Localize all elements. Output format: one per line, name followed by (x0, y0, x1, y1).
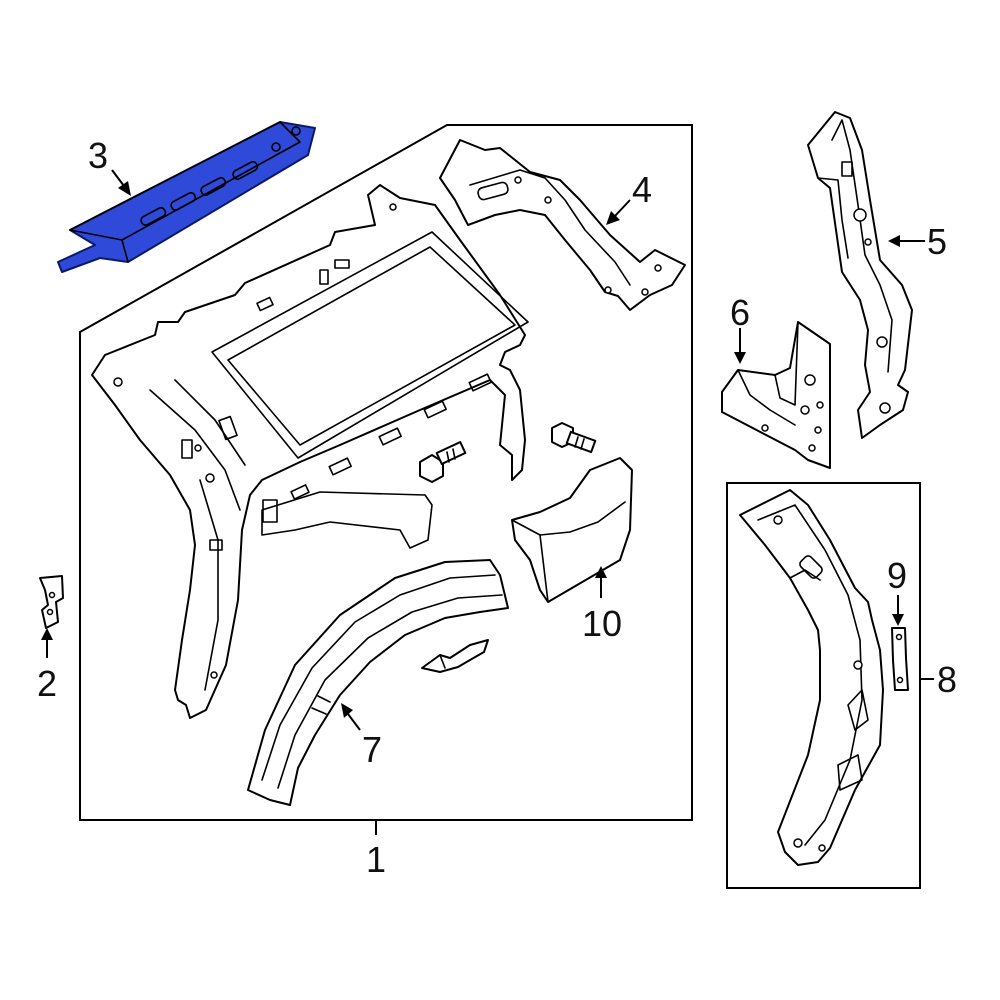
assembly-frame-8 (726, 482, 921, 889)
part-8-body (739, 489, 884, 866)
part-10-body (511, 457, 633, 603)
part-5-pillar-reinforcement[interactable] (807, 111, 913, 439)
part-7-wheelhouse[interactable] (247, 559, 509, 806)
part-4-slot (477, 181, 509, 201)
part-1-window-opening (227, 246, 516, 446)
part-1-window-flange (211, 231, 529, 459)
callout-8: 8 (937, 659, 957, 700)
callout-1: 1 (366, 839, 386, 880)
part-9-plate[interactable] (891, 627, 909, 691)
leaders (41, 169, 934, 835)
callout-6: 6 (730, 292, 750, 333)
callout-7: 7 (362, 729, 382, 770)
part-3-body (57, 121, 316, 273)
part-10-extension-panel[interactable] (511, 457, 633, 603)
callout-10: 10 (582, 603, 622, 644)
part-3-roof-rail[interactable] (57, 121, 316, 273)
callout-9: 9 (887, 555, 907, 596)
callout-2: 2 (37, 663, 57, 704)
part-1-quarter-inner-panel[interactable] (91, 184, 529, 719)
callout-5: 5 (927, 221, 947, 262)
part-3-slots (140, 126, 301, 226)
assembly-frame-1 (79, 124, 693, 821)
part-8-inner-pillar[interactable] (739, 489, 884, 866)
part-6-bracket[interactable] (721, 321, 831, 469)
callout-4: 4 (632, 169, 652, 210)
part-6-holes (761, 374, 824, 452)
part-3-edge (69, 121, 301, 241)
part-5-body (807, 111, 913, 439)
bolt-left[interactable] (419, 441, 467, 483)
part-1-arch-reinforcement (261, 491, 433, 549)
part-2-small-bracket[interactable] (39, 575, 64, 629)
clip-wheelhouse[interactable] (421, 639, 489, 673)
callout-3: 3 (88, 135, 108, 176)
bolt-right[interactable] (551, 422, 597, 454)
part-1-holes (113, 203, 492, 679)
part-3-fold (121, 239, 129, 263)
part-6-body (721, 321, 831, 469)
part-4-upper-reinforcement[interactable] (439, 139, 686, 311)
